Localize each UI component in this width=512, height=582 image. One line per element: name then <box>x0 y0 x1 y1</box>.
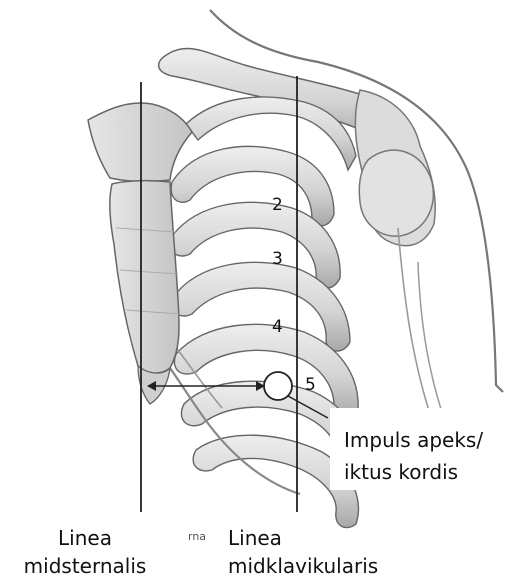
apex-impulse-marker <box>264 372 292 400</box>
sternum-body <box>110 181 179 373</box>
rib-number-2: 2 <box>272 195 283 215</box>
rib-number-5: 5 <box>305 375 316 395</box>
manubrium <box>88 103 192 181</box>
midclavicular-line-label: Linea midklavikularis <box>228 524 378 580</box>
scapula-border <box>398 228 432 420</box>
apex-impulse-label-line1: Impuls apeks/ <box>344 424 483 456</box>
rib-number-4: 4 <box>272 317 283 337</box>
humeral-head <box>359 150 433 236</box>
apex-impulse-label: Impuls apeks/ iktus kordis <box>344 424 483 488</box>
cropped-text-fragment: rna <box>188 530 206 543</box>
midsternal-line-label: Linea midsternalis <box>0 524 170 580</box>
midsternal-label-line2: midsternalis <box>0 552 170 580</box>
midclavicular-label-line2: midklavikularis <box>228 552 378 580</box>
midsternal-label-line1: Linea <box>0 524 170 552</box>
rib-number-3: 3 <box>272 249 283 269</box>
midclavicular-label-line1: Linea <box>228 524 378 552</box>
apex-impulse-label-line2: iktus kordis <box>344 456 483 488</box>
